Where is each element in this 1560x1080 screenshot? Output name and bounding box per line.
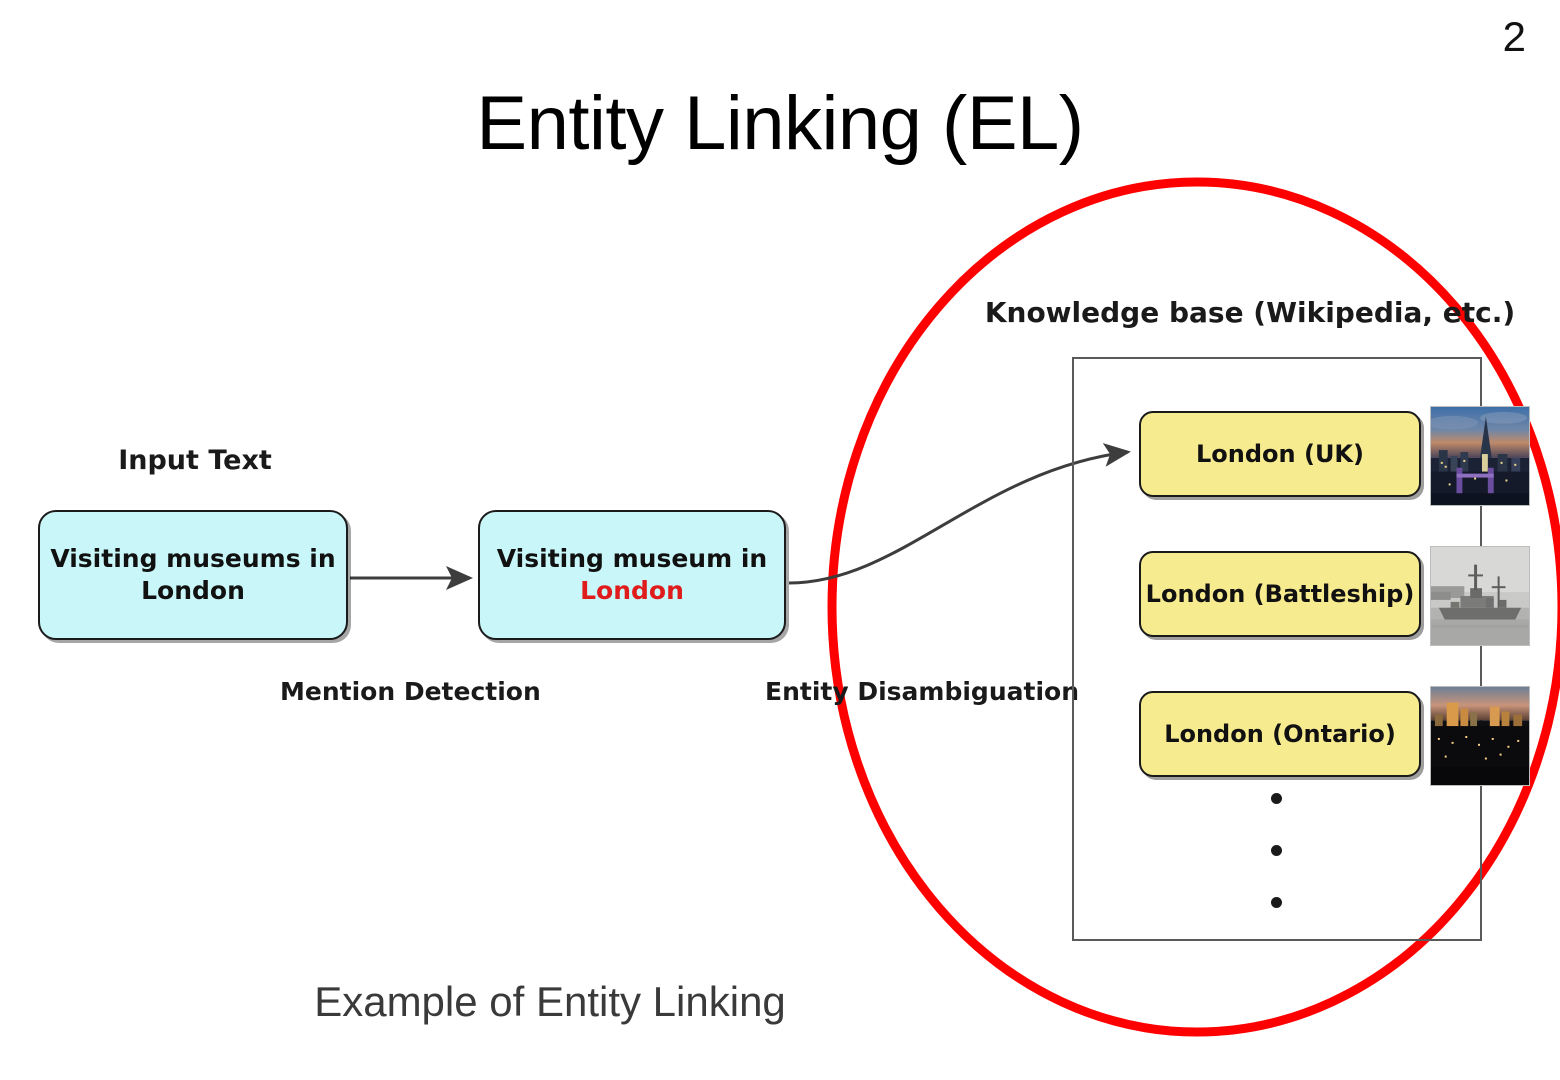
figure-caption: Example of Entity Linking [314, 978, 786, 1025]
input-text-label: Input Text [118, 445, 272, 476]
knowledge-base-label: Knowledge base (Wikipedia, etc.) [984, 296, 1516, 329]
page-number: 2 [1502, 13, 1526, 60]
entity-label: London (Battleship) [1145, 580, 1415, 608]
ellipsis-dot [1271, 793, 1282, 804]
input-text-box[interactable]: Visiting museums in London [38, 510, 348, 640]
entity-candidate-london-uk[interactable]: London (UK) [1139, 411, 1421, 497]
mention-box-prefix: Visiting museum in [496, 544, 768, 573]
mention-detection-label: Mention Detection [280, 677, 541, 706]
page-title: Entity Linking (EL) [476, 81, 1084, 166]
knowledge-base-frame [1072, 357, 1482, 941]
entity-candidate-london-battleship[interactable]: London (Battleship) [1139, 551, 1421, 637]
battleship-photo-icon [1430, 546, 1530, 646]
entity-label: London (Ontario) [1164, 720, 1396, 748]
entity-label: London (UK) [1196, 440, 1364, 468]
entity-candidate-london-ontario[interactable]: London (Ontario) [1139, 691, 1421, 777]
input-text-value: Visiting museums in London [50, 544, 336, 605]
entity-disambiguation-label: Entity Disambiguation [765, 677, 1079, 706]
mention-detected-box[interactable]: Visiting museum in London [478, 510, 786, 640]
london-skyline-photo-icon [1430, 406, 1530, 506]
ellipsis-dot [1271, 845, 1282, 856]
mention-highlighted-entity: London [580, 576, 684, 605]
knowledge-base-more-ellipsis [1271, 793, 1283, 908]
ontario-cityscape-photo-icon [1430, 686, 1530, 786]
ellipsis-dot [1271, 897, 1282, 908]
